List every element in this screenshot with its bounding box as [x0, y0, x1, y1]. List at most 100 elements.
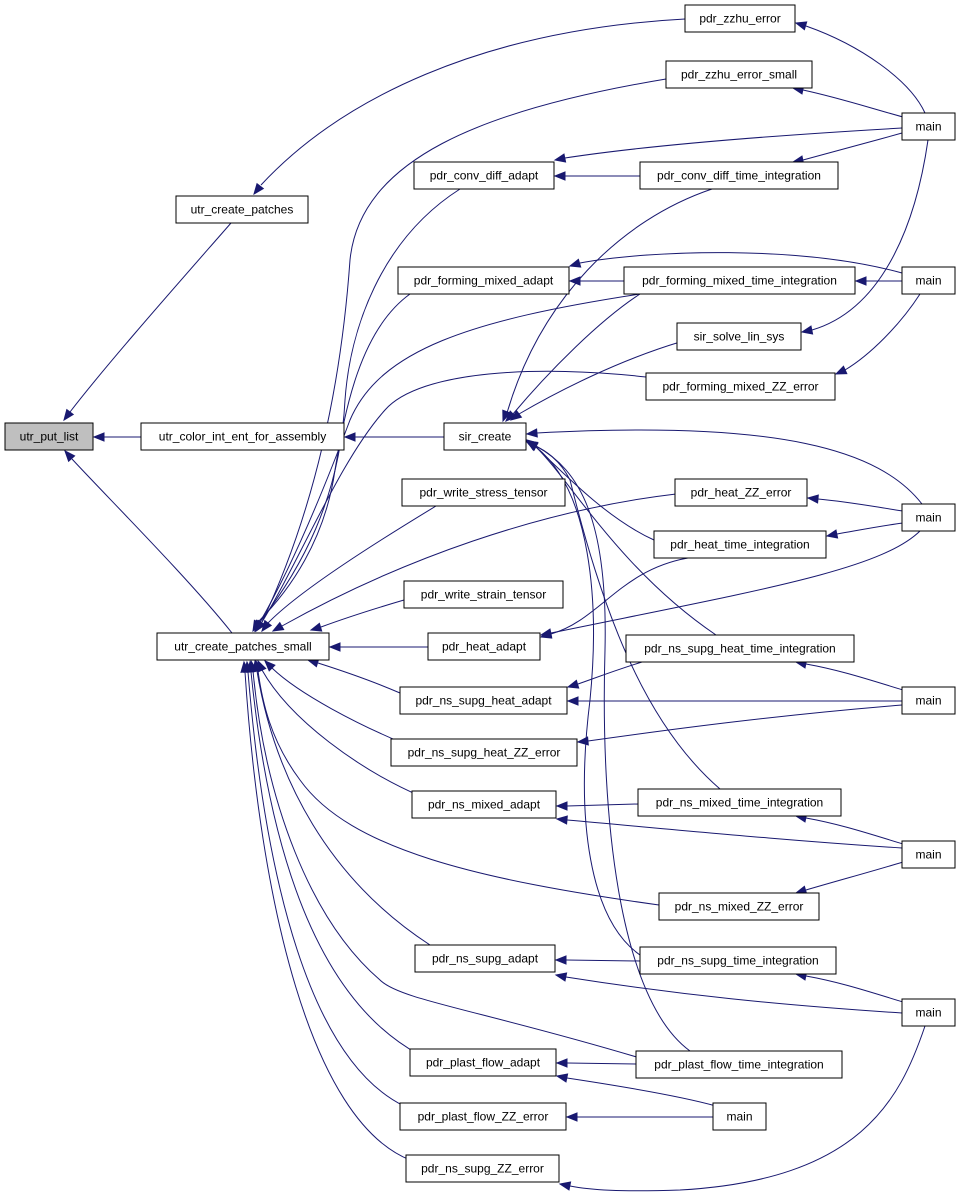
- node-box[interactable]: [403, 580, 564, 609]
- node-box[interactable]: [401, 478, 566, 507]
- node-box[interactable]: [411, 790, 557, 819]
- edge-pdr_heat_ZZ_error-to-utr_create_patches_small: [271, 493, 677, 632]
- node-box[interactable]: [637, 788, 842, 817]
- node-box[interactable]: [175, 195, 309, 224]
- node-pdr-ns-supg-adapt[interactable]: pdr_ns_supg_adapt: [414, 944, 556, 973]
- node-box[interactable]: [390, 738, 578, 767]
- node-box[interactable]: [901, 112, 956, 141]
- edge-arrowhead: [261, 619, 273, 633]
- node-pdr-write-strain-tensor[interactable]: pdr_write_strain_tensor: [403, 580, 564, 609]
- edge-line: [587, 704, 903, 742]
- node-pdr-forming-mixed-ZZ-error[interactable]: pdr_forming_mixed_ZZ_error: [645, 372, 836, 401]
- node-sir-solve-lin-sys[interactable]: sir_solve_lin_sys: [676, 322, 802, 351]
- node-box[interactable]: [674, 478, 808, 507]
- node-box[interactable]: [409, 1048, 557, 1077]
- node-box[interactable]: [635, 1050, 843, 1079]
- node-box[interactable]: [443, 422, 527, 451]
- edge-line: [565, 959, 641, 962]
- node-box[interactable]: [414, 944, 556, 973]
- node-pdr-ns-supg-time-integration[interactable]: pdr_ns_supg_time_integration: [639, 946, 837, 975]
- node-pdr-plast-flow-ZZ-error[interactable]: pdr_plast_flow_ZZ_error: [399, 1102, 567, 1131]
- edge-arrowhead: [63, 408, 75, 422]
- node-box[interactable]: [665, 60, 813, 89]
- node-main-3[interactable]: main: [901, 503, 956, 532]
- node-pdr-conv-diff-adapt[interactable]: pdr_conv_diff_adapt: [413, 161, 555, 190]
- node-box[interactable]: [4, 422, 94, 451]
- edge-line: [805, 975, 904, 1003]
- edge-arrowhead: [554, 972, 568, 982]
- edge-pdr_ns_supg_heat_ZZ_error-to-utr_create_patches_small: [264, 660, 401, 743]
- node-box[interactable]: [625, 634, 855, 663]
- edge-pdr_plast_flow_adapt-to-utr_create_patches_small: [246, 660, 419, 1055]
- node-main-2[interactable]: main: [901, 266, 956, 295]
- node-box[interactable]: [413, 161, 555, 190]
- node-box[interactable]: [901, 998, 956, 1027]
- edge-arrowhead: [505, 410, 517, 422]
- node-box[interactable]: [399, 1102, 567, 1131]
- node-pdr-conv-diff-time-integration[interactable]: pdr_conv_diff_time_integration: [639, 161, 839, 190]
- node-pdr-plast-flow-time-integration[interactable]: pdr_plast_flow_time_integration: [635, 1050, 843, 1079]
- edge-line: [506, 188, 713, 414]
- node-pdr-ns-mixed-ZZ-error[interactable]: pdr_ns_mixed_ZZ_error: [658, 892, 820, 921]
- node-label: utr_put_list: [20, 430, 79, 444]
- edge-arrowhead: [502, 409, 512, 423]
- node-pdr-heat-ZZ-error[interactable]: pdr_heat_ZZ_error: [674, 478, 808, 507]
- node-label: pdr_plast_flow_time_integration: [654, 1058, 823, 1072]
- edge-line: [271, 667, 401, 743]
- node-pdr-zzhu-error[interactable]: pdr_zzhu_error: [684, 4, 796, 33]
- node-main-4[interactable]: main: [901, 686, 956, 715]
- edge-pdr_forming_mixed_time_integration-to-sir_create: [505, 293, 641, 422]
- node-pdr-ns-mixed-time-integration[interactable]: pdr_ns_mixed_time_integration: [637, 788, 842, 817]
- node-main-7[interactable]: main: [712, 1102, 767, 1131]
- edge-arrowhead: [525, 428, 538, 438]
- node-box[interactable]: [639, 946, 837, 975]
- node-main-5[interactable]: main: [901, 840, 956, 869]
- node-pdr-heat-adapt[interactable]: pdr_heat_adapt: [427, 632, 541, 661]
- node-box[interactable]: [623, 266, 856, 295]
- node-pdr-heat-time-integration[interactable]: pdr_heat_time_integration: [653, 530, 827, 559]
- node-utr-create-patches[interactable]: utr_create_patches: [175, 195, 309, 224]
- node-pdr-ns-supg-heat-time-integration[interactable]: pdr_ns_supg_heat_time_integration: [625, 634, 855, 663]
- node-box[interactable]: [399, 686, 568, 715]
- node-box[interactable]: [653, 530, 827, 559]
- node-pdr-zzhu-error-small[interactable]: pdr_zzhu_error_small: [665, 60, 813, 89]
- node-box[interactable]: [427, 632, 541, 661]
- node-box[interactable]: [658, 892, 820, 921]
- node-sir-create[interactable]: sir_create: [443, 422, 527, 451]
- node-pdr-write-stress-tensor[interactable]: pdr_write_stress_tensor: [401, 478, 566, 507]
- node-label: pdr_ns_supg_time_integration: [657, 954, 818, 968]
- node-box[interactable]: [901, 840, 956, 869]
- edge-main_4-to-pdr_ns_supg_heat_adapt: [566, 696, 902, 706]
- node-box[interactable]: [156, 632, 330, 661]
- edge-arrowhead: [558, 1181, 572, 1191]
- node-pdr-forming-mixed-adapt[interactable]: pdr_forming_mixed_adapt: [397, 266, 570, 295]
- node-box[interactable]: [901, 686, 956, 715]
- node-utr-color-int-ent-for-assembly[interactable]: utr_color_int_ent_for_assembly: [140, 422, 345, 451]
- node-pdr-ns-supg-heat-adapt[interactable]: pdr_ns_supg_heat_adapt: [399, 686, 568, 715]
- node-main-1[interactable]: main: [901, 112, 956, 141]
- node-box[interactable]: [397, 266, 570, 295]
- edge-line: [512, 293, 641, 415]
- node-box[interactable]: [405, 1154, 560, 1183]
- edge-line: [564, 127, 903, 159]
- node-pdr-ns-mixed-adapt[interactable]: pdr_ns_mixed_adapt: [411, 790, 557, 819]
- node-utr-put-list[interactable]: utr_put_list: [4, 422, 94, 451]
- node-box[interactable]: [639, 161, 839, 190]
- edge-arrowhead: [854, 276, 867, 286]
- node-box[interactable]: [901, 266, 956, 295]
- node-box[interactable]: [645, 372, 836, 401]
- edge-pdr_ns_mixed_time_integration-to-pdr_ns_mixed_adapt: [555, 801, 639, 811]
- node-pdr-forming-mixed-time-integration[interactable]: pdr_forming_mixed_time_integration: [623, 266, 856, 295]
- node-pdr-ns-supg-heat-ZZ-error[interactable]: pdr_ns_supg_heat_ZZ_error: [390, 738, 578, 767]
- edge-pdr_conv_diff_time_integration-to-pdr_conv_diff_adapt: [553, 171, 640, 181]
- node-main-6[interactable]: main: [901, 998, 956, 1027]
- node-box[interactable]: [712, 1102, 767, 1131]
- node-box[interactable]: [901, 503, 956, 532]
- edge-line: [71, 458, 233, 634]
- node-box[interactable]: [684, 4, 796, 33]
- node-pdr-ns-supg-ZZ-error[interactable]: pdr_ns_supg_ZZ_error: [405, 1154, 560, 1183]
- node-box[interactable]: [676, 322, 802, 351]
- node-pdr-plast-flow-adapt[interactable]: pdr_plast_flow_adapt: [409, 1048, 557, 1077]
- node-box[interactable]: [140, 422, 345, 451]
- node-utr-create-patches-small[interactable]: utr_create_patches_small: [156, 632, 330, 661]
